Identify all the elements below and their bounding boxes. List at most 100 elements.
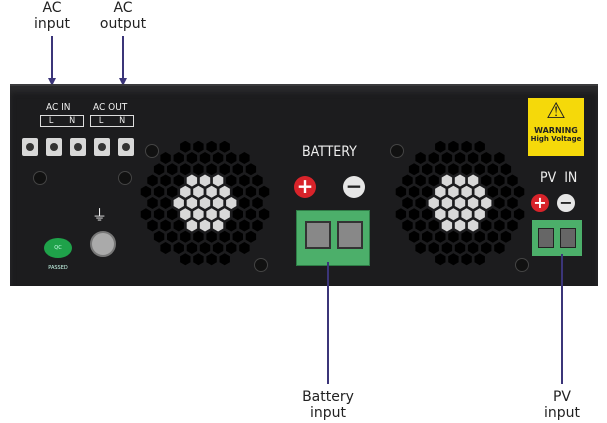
fan-grille-hole [193,185,204,198]
fan-grille-hole [219,163,230,176]
callout-line [122,36,124,80]
fan-grille-hole [199,152,211,164]
callout-line [327,262,329,384]
fan-grille-hole [245,185,257,198]
callout-text: input [33,16,70,32]
n-label: N [119,116,126,126]
fan-grille-hole [428,174,439,187]
battery-label: BATTERY [302,144,357,160]
screw-icon [33,171,47,185]
callout-line [51,36,53,80]
pv-terminal-slot[interactable] [538,228,554,248]
fan-grille-hole [435,141,446,153]
pv-terminal-slot[interactable] [560,228,576,248]
fan-grille-hole [226,219,237,232]
fan-grille-hole [500,208,512,221]
fan-grille-hole [415,174,426,187]
fan-grille-hole [435,163,446,176]
fan-grille-hole [160,174,171,187]
fan-grille-hole [206,185,217,198]
fan-grille-hole [474,141,485,153]
fan-grille-hole [461,230,472,243]
qc-passed-sticker: QC PASSED [44,238,72,271]
fan-grille-hole [448,163,459,176]
fan-grille-hole [435,208,446,221]
fan-grille-hole [167,230,178,243]
fan-grille-hole [474,253,485,266]
fan-grille-hole [494,152,505,164]
ground-icon: ⏚ [92,206,108,224]
fan-grille-hole [494,219,505,232]
ac-out-terminal-n[interactable] [118,138,134,156]
fan-grille-hole [186,197,198,209]
fan-grille-hole [180,163,191,176]
fan-grille-hole [494,242,505,254]
fan-grille-hole [239,197,250,209]
fan-grille-hole [481,174,492,187]
callout-line [561,254,563,384]
fan-grille-hole [441,197,453,209]
fan-grille-hole [467,152,479,164]
fan-grille-hole [500,185,512,198]
fan-grille-hole [428,242,439,254]
fan-grille-hole [193,253,204,266]
fan-grille-hole [186,219,198,232]
fan-grille-hole [461,163,472,176]
l-label: L [98,116,104,126]
arrow-icon [119,78,127,86]
fan-grille-hole [153,163,165,176]
fan-grille-hole [239,174,250,187]
fan-grille-hole [428,152,439,164]
screw-icon [515,258,529,272]
battery-terminal-slot[interactable] [305,221,331,249]
fan-grille-hole [408,185,420,198]
fan-grille-hole [487,230,498,243]
fan-grille-hole [408,208,420,221]
fan-grille-hole [461,141,472,153]
fan-grille-hole [408,230,420,243]
callout-text: input [543,405,580,421]
ac-out-terminal-l[interactable] [94,138,110,156]
fan-grille-hole [507,197,518,209]
fan-grille-hole [507,219,518,232]
fan-grille-hole [226,197,237,209]
warning-sticker: ⚠ WARNING High Voltage [528,98,584,156]
fan-grille-hole [507,174,518,187]
fan-grille-hole [448,185,459,198]
pv-terminal[interactable] [532,220,582,256]
fan-grille-hole [461,253,472,266]
fan-grille-hole [239,242,250,254]
fan-grille-hole [481,242,492,254]
fan-grille-hole [474,163,485,176]
fan-grille-hole [160,197,171,209]
screw-icon [390,144,404,158]
fan-grille-hole [461,208,472,221]
fan-grille-hole [448,253,459,266]
fan-grille-hole [422,230,433,243]
ac-in-terminal[interactable] [22,138,38,156]
ground-screw[interactable] [90,231,116,257]
fan-grille-hole [415,197,426,209]
callout-text: AC [113,0,133,16]
fan-grille-hole [402,174,413,187]
fan-grille-hole [167,208,178,221]
warning-title: WARNING [534,126,578,135]
ac-out-label: AC OUT [93,102,128,113]
fan-grille-hole [402,197,413,209]
fan-grille-hole [180,253,191,266]
battery-terminal[interactable] [296,210,370,266]
ac-in-terminal-n[interactable] [70,138,86,156]
fan-grille-hole [252,197,263,209]
battery-terminal-slot[interactable] [337,221,363,249]
fan-grille-hole [173,174,184,187]
ac-in-label: AC IN [46,102,71,113]
fan-grille-hole [474,208,485,221]
ac-in-terminal-l[interactable] [46,138,62,156]
fan-grille-hole [422,185,433,198]
fan-grille-hole [435,185,446,198]
fan-grille-hole [415,219,426,232]
fan-grille-hole [180,185,191,198]
